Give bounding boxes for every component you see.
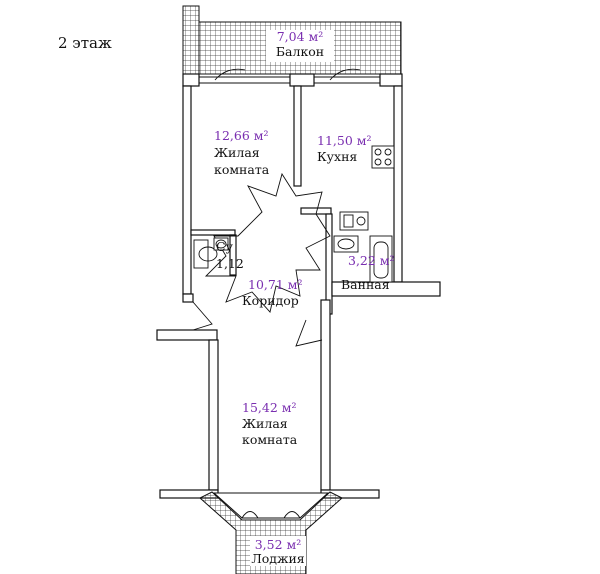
balcony-name: Балкон: [276, 44, 324, 59]
kitchen-sink-icon: [339, 211, 369, 231]
bedroom2-name-line2: комната: [242, 432, 298, 447]
fixtures: [193, 145, 395, 283]
bedroom1-area: 12,66 м²: [214, 128, 269, 143]
loggia: 3,52 м² Лоджия: [199, 491, 343, 574]
corridor-area: 10,71 м²: [248, 277, 303, 292]
stove-icon: [371, 145, 395, 169]
toilet-icon: [193, 237, 229, 269]
bathroom-area: 3,22 м²: [348, 253, 395, 268]
bathtub-icon: [369, 235, 393, 283]
loggia-area: 3,52 м²: [255, 537, 302, 552]
balcony-area: 7,04 м²: [277, 29, 324, 44]
bathroom-sink-icon: [333, 235, 359, 253]
walls: [156, 68, 441, 499]
bathroom-name: Ванная: [341, 277, 390, 292]
bedroom1-name-line2: комната: [214, 162, 270, 177]
doors: [192, 172, 331, 347]
bedroom2-name-line1: Жилая: [242, 416, 288, 431]
bedroom1-name-line1: Жилая: [214, 145, 260, 160]
loggia-name: Лоджия: [251, 551, 304, 566]
bedroom2-area: 15,42 м²: [242, 400, 297, 415]
balcony: 7,04 м² Балкон: [182, 5, 402, 77]
floor-label: 2 этаж: [58, 34, 112, 52]
kitchen-area: 11,50 м²: [317, 133, 372, 148]
wc-area: 1,12: [216, 256, 244, 271]
kitchen-name: Кухня: [317, 149, 357, 164]
wc-name: Су: [216, 239, 234, 254]
corridor-name: Коридор: [242, 293, 299, 308]
